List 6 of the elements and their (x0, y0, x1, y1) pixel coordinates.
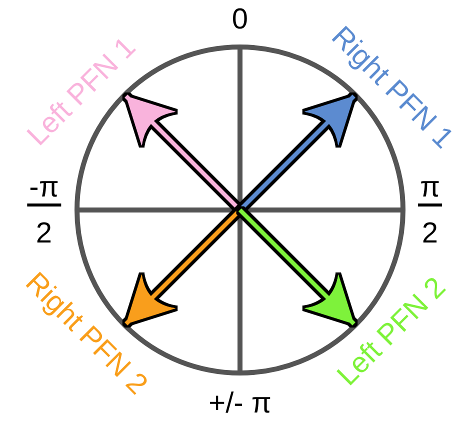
angle-label: +/- π (208, 390, 272, 418)
angle-label: 2 (422, 220, 438, 248)
angle-label: 2 (36, 220, 52, 248)
angle-label: 0 (232, 6, 248, 34)
angle-label: π (418, 174, 442, 206)
angle-label: -π (27, 174, 61, 206)
